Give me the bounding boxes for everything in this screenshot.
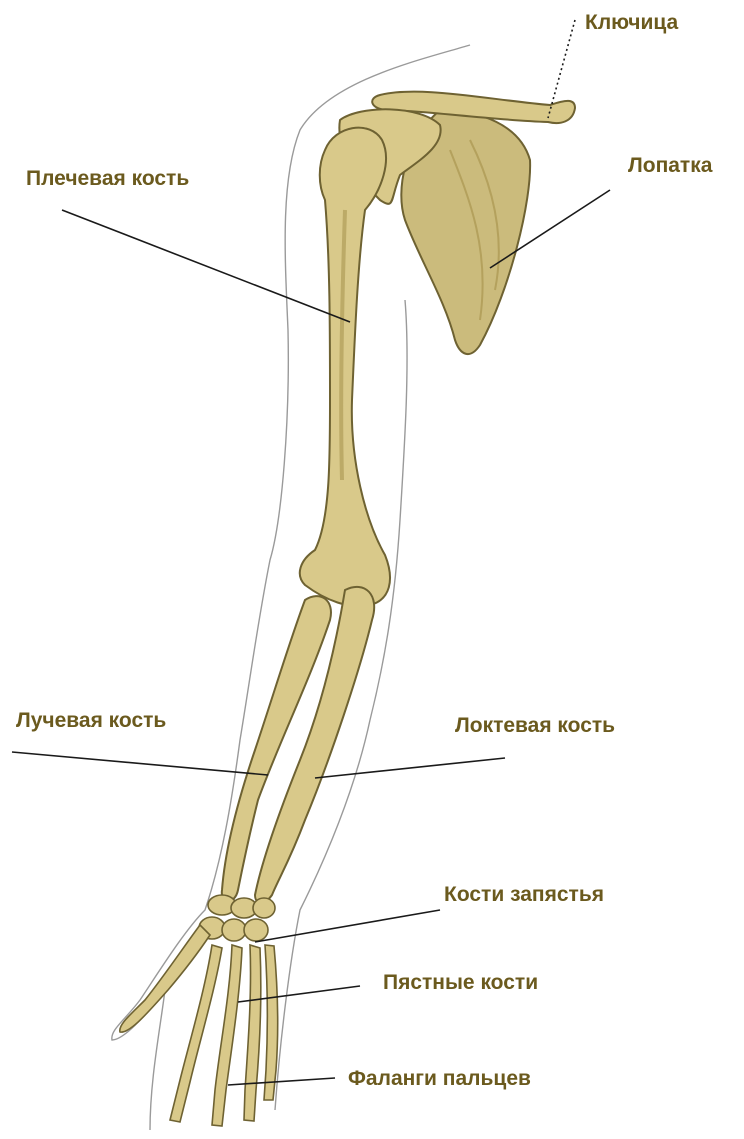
label-clavicle: Ключица xyxy=(585,12,678,33)
label-humerus: Плечевая кость xyxy=(26,168,189,189)
humerus-bone xyxy=(300,128,390,607)
label-scapula: Лопатка xyxy=(628,155,712,176)
carpal-bones xyxy=(199,895,275,941)
leader-radius xyxy=(12,752,268,775)
leader-phalanges xyxy=(228,1078,335,1085)
label-carpals: Кости запястья xyxy=(444,884,604,905)
leader-ulna xyxy=(315,758,505,778)
finger-bones xyxy=(170,945,278,1126)
label-phalanges: Фаланги пальцев xyxy=(348,1068,531,1089)
label-radius: Лучевая кость xyxy=(16,710,166,731)
leader-humerus xyxy=(62,210,350,322)
label-metacarpals: Пястные кости xyxy=(383,972,538,993)
leader-carpals xyxy=(255,910,440,942)
label-ulna: Локтевая кость xyxy=(455,715,615,736)
